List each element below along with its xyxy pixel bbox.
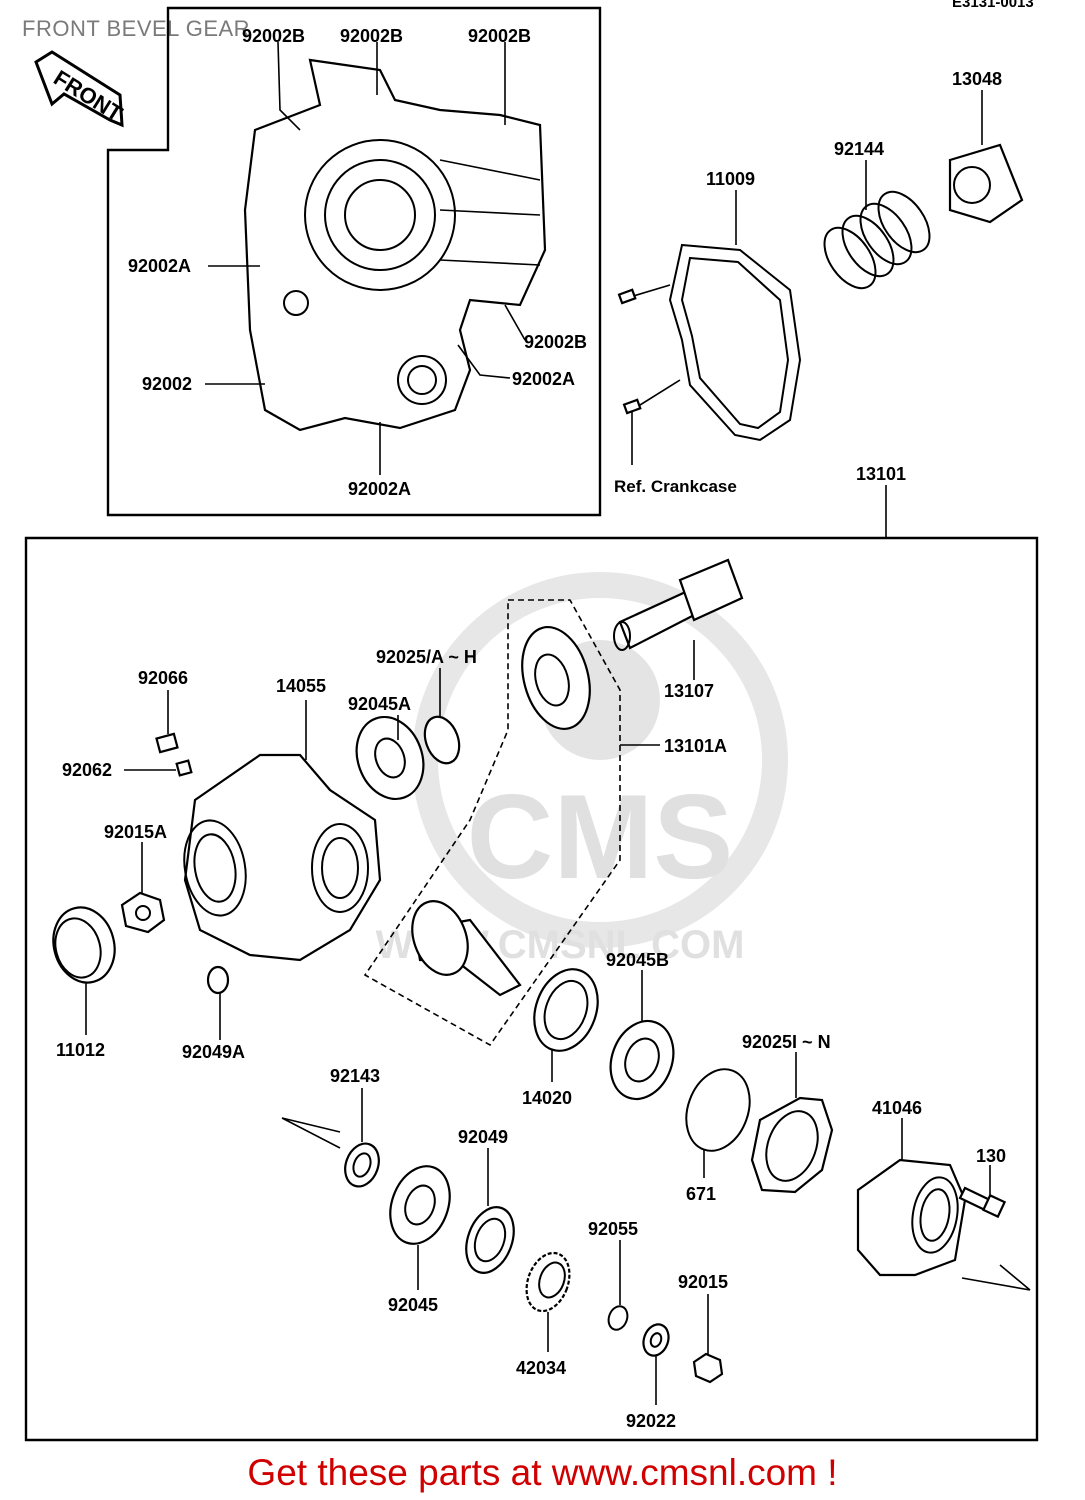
- callout-92022: 92022: [626, 1411, 676, 1431]
- callout-ref-crankcase: Ref. Crankcase: [614, 477, 737, 496]
- callout-42034: 42034: [516, 1358, 566, 1378]
- callout-13107: 13107: [664, 681, 714, 701]
- callout-14055: 14055: [276, 676, 326, 696]
- callout-92002A-a: 92002A: [128, 256, 191, 276]
- callout-92062: 92062: [62, 760, 112, 780]
- gear-case-part: [183, 700, 382, 962]
- page-title: FRONT BEVEL GEAR: [22, 16, 251, 41]
- cover-leaders: [205, 41, 526, 475]
- front-arrow-icon: FRONT: [34, 50, 127, 128]
- ring-14020-part: [533, 968, 599, 1082]
- gear-42034-part: [525, 1251, 571, 1352]
- callout-92045A: 92045A: [348, 694, 411, 714]
- callout-92002B-a: 92002B: [242, 26, 305, 46]
- drive-bevel-gear-part: [411, 625, 591, 997]
- callout-130: 130: [976, 1146, 1006, 1166]
- shim-92025IN-part: [750, 1052, 834, 1194]
- alignment-leaders: [281, 1117, 1031, 1291]
- cover-group-frame: [106, 6, 602, 517]
- nut-92015A-part: [120, 842, 166, 934]
- shim-92025-part: [423, 668, 461, 765]
- bearing-92045-part: [389, 1165, 451, 1290]
- callout-92055: 92055: [588, 1219, 638, 1239]
- spring-part: [823, 160, 931, 290]
- callout-13101: 13101: [856, 464, 906, 484]
- bearing-92045A-part: [355, 715, 425, 801]
- diagram-code: E3131-0013: [952, 0, 1034, 11]
- callout-92002B-b: 92002B: [340, 26, 403, 46]
- cam-part: [948, 90, 1024, 224]
- o-ring-671-part: [685, 1068, 751, 1178]
- gasket-part: [617, 190, 802, 465]
- callout-92015A: 92015A: [104, 822, 167, 842]
- callout-92002A-b: 92002A: [512, 369, 575, 389]
- circlip-92055-part: [607, 1240, 629, 1331]
- gear-subassembly-frame: [363, 599, 660, 1047]
- callout-92002: 92002: [142, 374, 192, 394]
- housing-41046-part: [856, 1118, 967, 1277]
- callout-92066: 92066: [138, 668, 188, 688]
- callout-92144: 92144: [834, 139, 884, 159]
- washer-92143-part: [344, 1088, 380, 1188]
- callout-92049A: 92049A: [182, 1042, 245, 1062]
- callout-11009: 11009: [706, 169, 755, 189]
- washer-92022-part: [642, 1323, 670, 1405]
- callout-92143: 92143: [330, 1066, 380, 1086]
- callout-92025AH: 92025/A ~ H: [376, 647, 477, 667]
- callout-13048: 13048: [952, 69, 1002, 89]
- watermark-brand: CMS: [467, 770, 734, 904]
- bolt-130-part: [958, 1165, 1007, 1219]
- callout-14020: 14020: [522, 1088, 572, 1108]
- callout-92002B-c: 92002B: [468, 26, 531, 46]
- callout-41046: 41046: [872, 1098, 922, 1118]
- callout-92002A-c: 92002A: [348, 479, 411, 499]
- callout-92015: 92015: [678, 1272, 728, 1292]
- footer-cta-link[interactable]: Get these parts at www.cmsnl.com !: [247, 1452, 838, 1493]
- callout-671: 671: [686, 1184, 716, 1204]
- output-shaft-part: [613, 558, 744, 680]
- cap-11012-part: [52, 906, 116, 1035]
- callout-92049: 92049: [458, 1127, 508, 1147]
- seal-92049-part: [465, 1148, 515, 1274]
- callout-92025IN: 92025I ~ N: [742, 1032, 831, 1052]
- nut-92015-part: [692, 1294, 724, 1384]
- callout-92045B: 92045B: [606, 950, 669, 970]
- callout-92045: 92045: [388, 1295, 438, 1315]
- breather-92066-part: [155, 690, 179, 754]
- callout-11012: 11012: [56, 1040, 105, 1060]
- callout-13101A: 13101A: [664, 736, 727, 756]
- bevel-gear-assembly-frame: [24, 485, 1039, 1442]
- pin-92062-part: [124, 759, 193, 777]
- bearing-92045B-part: [609, 970, 675, 1101]
- seal-92049A-part: [206, 965, 230, 1040]
- callout-92002B-d: 92002B: [524, 332, 587, 352]
- case-cover-part: [243, 58, 547, 432]
